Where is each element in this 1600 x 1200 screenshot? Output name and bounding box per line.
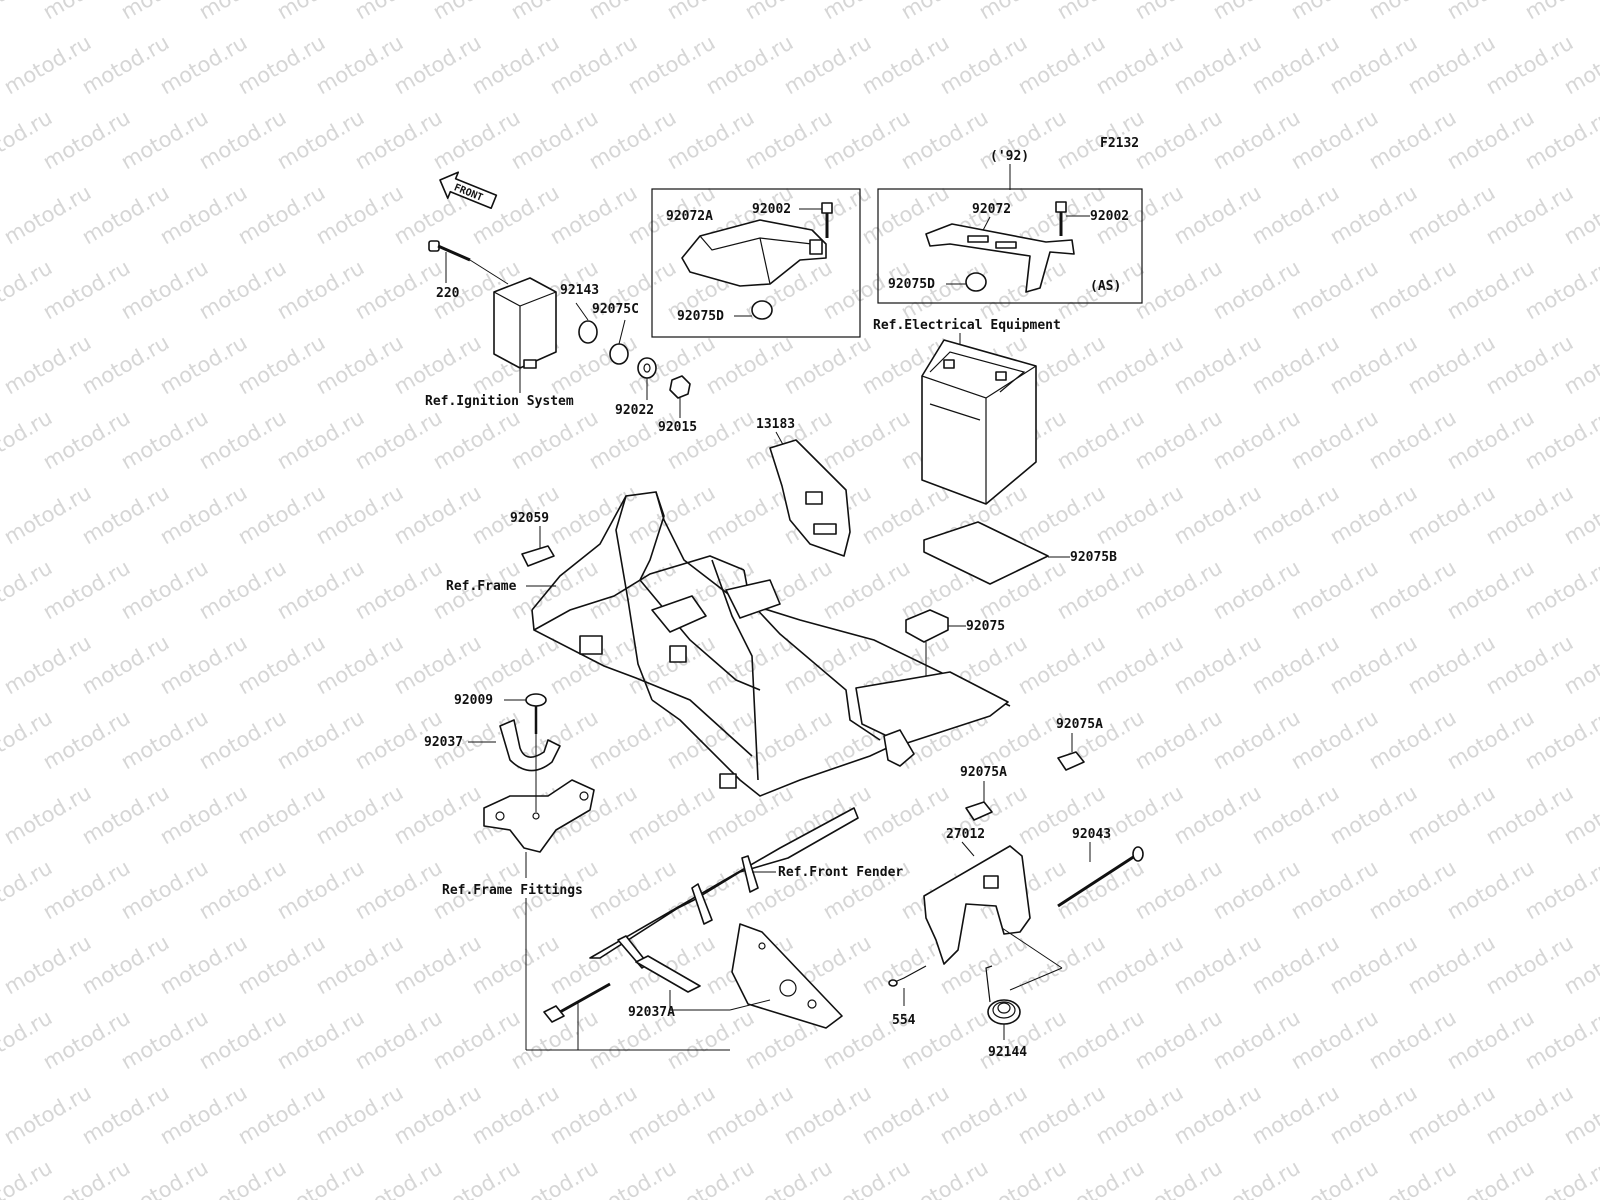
part-92072A-bracket — [681, 219, 827, 287]
label-92037: 92037 — [424, 735, 463, 750]
front-arrow-icon: FRONT — [439, 171, 498, 210]
label-92072A: 92072A — [666, 209, 713, 224]
label-92037A: 92037A — [628, 1005, 675, 1020]
label-92022: 92022 — [615, 403, 654, 418]
label-92075D-a: 92075D — [677, 309, 724, 324]
ref-front-fender: Ref.Front Fender — [778, 865, 903, 880]
label-92075C: 92075C — [592, 302, 639, 317]
label-13183: 13183 — [756, 417, 795, 432]
part-92009-bolt — [525, 693, 547, 734]
variant-year-label: ('92) — [990, 149, 1029, 164]
part-long-bolt — [543, 982, 611, 1023]
part-554-cotter-pin — [888, 965, 927, 987]
standard-box — [651, 188, 861, 338]
label-92143: 92143 — [560, 283, 599, 298]
part-92002-b-bolt — [1055, 201, 1067, 236]
part-92075D-a-damper — [751, 300, 773, 320]
part-ignition-unit — [493, 277, 557, 369]
label-92075: 92075 — [966, 619, 1005, 634]
variant-suffix-label: (AS) — [1090, 279, 1121, 294]
part-92059-cap — [521, 545, 555, 567]
part-92075A-a-pad — [1057, 751, 1085, 771]
part-front-fender-bracket — [589, 807, 859, 969]
frame — [531, 491, 1011, 797]
label-92075B: 92075B — [1070, 550, 1117, 565]
part-13183-bracket — [769, 439, 851, 557]
part-220-bolt — [428, 240, 471, 262]
label-220: 220 — [436, 286, 460, 301]
variant-box-92 — [877, 188, 1143, 304]
label-554: 554 — [892, 1013, 916, 1028]
ref-ignition-system: Ref.Ignition System — [425, 394, 574, 409]
part-92002-a-bolt — [821, 202, 833, 238]
part-92143-grommet — [578, 320, 598, 344]
part-92144-spring — [985, 965, 1021, 1025]
part-92075D-b-damper — [965, 272, 987, 292]
label-92144: 92144 — [988, 1045, 1027, 1060]
ref-frame-fittings: Ref.Frame Fittings — [442, 883, 583, 898]
ref-frame: Ref.Frame — [446, 579, 517, 594]
label-92075D-b: 92075D — [888, 277, 935, 292]
part-battery — [921, 339, 1037, 505]
label-92002-b: 92002 — [1090, 209, 1129, 224]
part-fitting-bracket — [483, 734, 595, 853]
part-92075-cap — [905, 609, 949, 643]
label-92075A-b: 92075A — [960, 765, 1007, 780]
figure-code: F2132 — [1100, 136, 1139, 151]
label-92009: 92009 — [454, 693, 493, 708]
part-92072-bracket — [925, 223, 1075, 293]
label-92043: 92043 — [1072, 827, 1111, 842]
label-92075A-a: 92075A — [1056, 717, 1103, 732]
part-92022-washer — [637, 357, 657, 379]
part-92037-clamp — [499, 719, 561, 772]
part-92075B-pad — [923, 521, 1049, 585]
label-92072: 92072 — [972, 202, 1011, 217]
part-92037A-plate — [635, 923, 843, 1029]
label-92059: 92059 — [510, 511, 549, 526]
part-92075C-collar — [609, 343, 629, 365]
part-92043-shaft — [1057, 846, 1144, 908]
part-27012-plate — [923, 845, 1031, 965]
label-27012: 27012 — [946, 827, 985, 842]
ref-electrical-equipment: Ref.Electrical Equipment — [873, 318, 1061, 333]
label-92015: 92015 — [658, 420, 697, 435]
part-92015-nut — [669, 375, 691, 399]
part-92075A-b-pad — [965, 801, 993, 821]
label-92002-a: 92002 — [752, 202, 791, 217]
